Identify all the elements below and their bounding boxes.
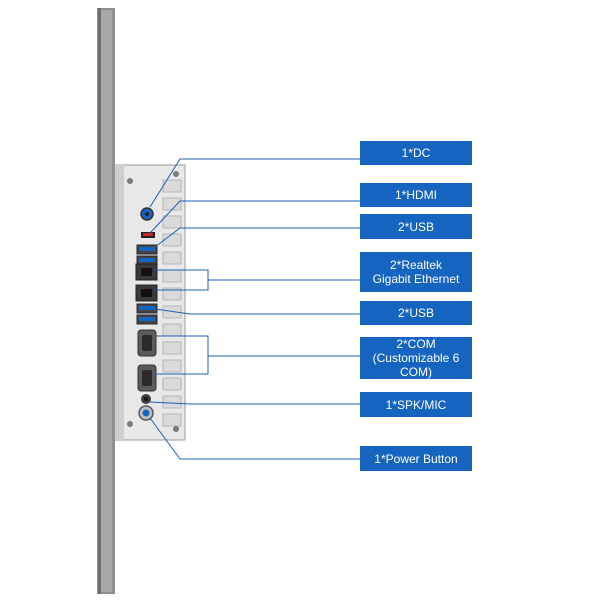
- label-com-line2: (Customizable 6 COM): [372, 351, 460, 379]
- leader-lines: [149, 158, 360, 460]
- usb-port-icon: [136, 303, 158, 325]
- label-hdmi: 1*HDMI: [360, 183, 472, 207]
- audio-jack-icon: [141, 394, 151, 404]
- hdmi-port-icon: [141, 232, 155, 238]
- label-power-button-text: 1*Power Button: [374, 451, 458, 466]
- label-spk-mic: 1*SPK/MIC: [360, 392, 472, 417]
- label-com-line1: 2*COM: [396, 337, 436, 351]
- label-usb-upper-text: 2*USB: [397, 219, 435, 234]
- label-usb-upper: 2*USB: [360, 214, 472, 239]
- label-dc: 1*DC: [360, 141, 472, 165]
- label-usb-lower: 2*USB: [360, 301, 472, 325]
- label-com: 2*COM (Customizable 6 COM): [360, 337, 472, 379]
- dc-jack-icon: [140, 207, 154, 221]
- label-ethernet: 2*Realtek Gigabit Ethernet: [360, 252, 472, 292]
- display-panel-edge: [97, 8, 115, 594]
- power-button-icon: [138, 405, 154, 421]
- label-dc-text: 1*DC: [401, 146, 431, 160]
- label-ethernet-line1: 2*Realtek: [389, 258, 443, 272]
- serial-port-icon: [137, 329, 157, 392]
- ethernet-port-icon: [135, 263, 158, 302]
- label-spk-mic-text: 1*SPK/MIC: [385, 397, 447, 412]
- label-hdmi-text: 1*HDMI: [394, 188, 437, 202]
- label-ethernet-line2: Gigabit Ethernet: [372, 272, 460, 286]
- label-power-button: 1*Power Button: [360, 446, 472, 471]
- label-usb-lower-text: 2*USB: [397, 306, 435, 320]
- io-box: [114, 164, 186, 441]
